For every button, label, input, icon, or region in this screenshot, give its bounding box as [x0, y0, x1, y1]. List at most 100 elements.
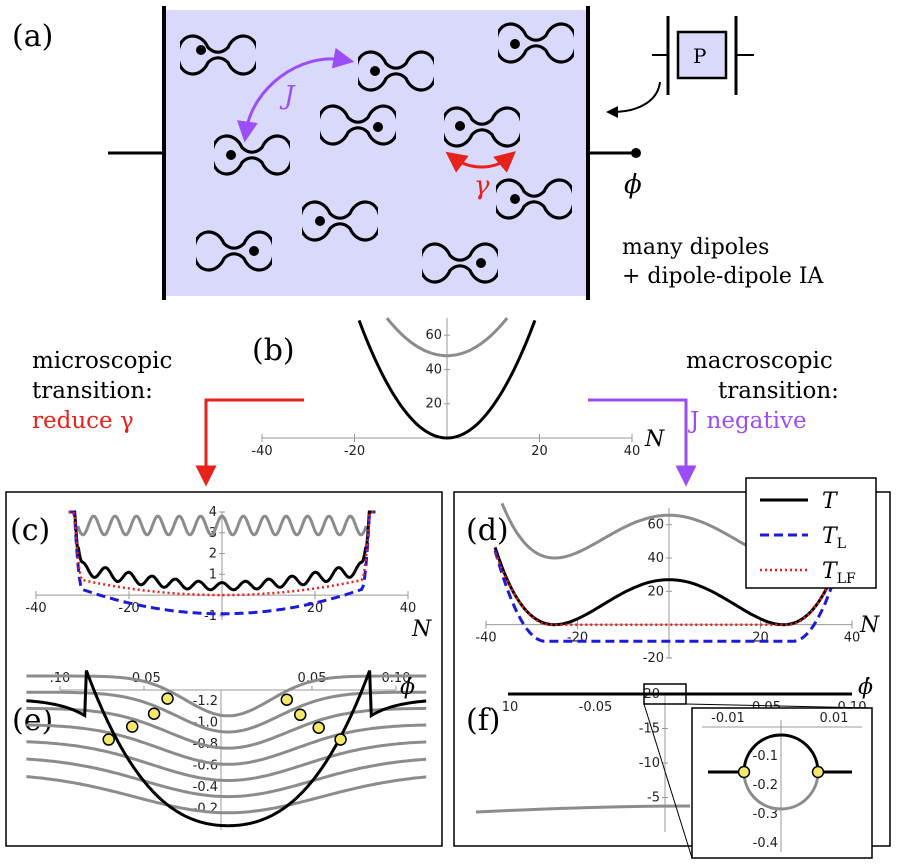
damping-arrow — [445, 151, 516, 173]
y-tick-label-f: -5 — [647, 791, 660, 806]
transition-left: microscopic transition: reduce γ — [32, 348, 304, 487]
inset-point-right — [811, 765, 825, 779]
inset-gray-lower — [742, 771, 820, 811]
x-tick-label-d: 40 — [844, 631, 861, 646]
marked-point-e — [293, 708, 307, 722]
panel-a: (a) ϕ J γ P — [12, 6, 825, 300]
terminal-node — [631, 148, 641, 158]
y-tick-label-b: 40 — [425, 362, 442, 377]
x-tick-label-e: .10 — [50, 671, 71, 686]
x-tick-label-b: 40 — [624, 444, 641, 459]
axis-label-c-N: N — [411, 617, 432, 642]
x-tick-label-b: -20 — [344, 444, 365, 459]
legend-label-T: T — [822, 489, 839, 514]
legend: T TL TLF — [745, 477, 877, 589]
zoom-line-left — [643, 703, 693, 859]
series-e — [26, 669, 427, 828]
right-line1: macroscopic — [686, 348, 833, 374]
y-tick-label-f: -15 — [639, 722, 660, 737]
panel-label-a: (a) — [12, 19, 53, 54]
x-tick-label-d: -20 — [567, 631, 588, 646]
inset-x-tick-label: -0.01 — [711, 711, 745, 726]
series-c-TLF — [68, 510, 376, 597]
phase-label: ϕ — [624, 170, 642, 200]
y-tick-label-e: -0.2 — [193, 801, 218, 816]
x-tick-label-b: 20 — [531, 444, 548, 459]
axes-d: -40 -20 20 40 -20 20 40 60 — [475, 508, 860, 666]
y-tick-label-c: 1 — [209, 567, 217, 582]
x-tick-label-b: -40 — [251, 444, 272, 459]
inset-y-tick-label: -0.2 — [753, 778, 778, 793]
marked-point-e — [125, 720, 139, 733]
y-tick-label-d: -20 — [643, 651, 664, 666]
series-e-gray — [26, 775, 427, 815]
left-line3: reduce γ — [32, 408, 134, 434]
x-tick-label-d: 20 — [752, 631, 769, 646]
series-b-gray — [385, 317, 509, 358]
coupling-arrow — [237, 47, 355, 143]
x-tick-label-c: -40 — [25, 601, 46, 616]
y-tick-label-e: -1.2 — [193, 694, 218, 709]
panel-b: (b) -40 -20 20 40 20 40 60 N — [251, 317, 665, 459]
left-transition-arrow — [195, 398, 304, 487]
marked-point-e — [334, 733, 347, 746]
x-tick-label-e: -0.05 — [127, 671, 161, 686]
y-tick-label-c: 2 — [209, 547, 217, 562]
panel-label-f: (f) — [466, 703, 501, 738]
right-transition-arrow — [588, 398, 697, 487]
left-line1: microscopic — [32, 348, 172, 374]
right-frame — [453, 491, 891, 847]
panel-label-d: (d) — [466, 513, 509, 548]
dipoles — [180, 22, 574, 284]
series-e-gray — [26, 757, 427, 799]
y-tick-label-c: 4 — [209, 505, 217, 520]
series-d-TL — [493, 550, 845, 643]
y-tick-label-e: -0.4 — [193, 780, 218, 795]
series-c-T — [68, 510, 376, 592]
inset-black — [708, 733, 852, 774]
y-tick-label-d: 20 — [647, 584, 664, 599]
inset-x-tick-label: 0.01 — [820, 711, 849, 726]
right-line2: transition: — [718, 378, 839, 404]
y-tick-label-b: 60 — [425, 328, 442, 343]
axes-b: -40 -20 20 40 20 40 60 — [251, 318, 640, 459]
marked-point-e — [312, 721, 325, 734]
series-e-gray — [26, 723, 427, 766]
damping-label: γ — [474, 171, 490, 201]
x-tick-label-c: -20 — [118, 601, 139, 616]
panel-f: (f) 10-0.050.050.10-5-10-15-20 ϕ̇ -0.010… — [466, 675, 873, 859]
legend-sub-TL: L — [837, 536, 846, 552]
axis-label-b-N: N — [644, 427, 665, 452]
inset-point-left — [737, 765, 751, 779]
x-tick-label-f: 10 — [502, 700, 519, 715]
left-line2: transition: — [32, 378, 153, 404]
panel-label-b: (b) — [252, 333, 295, 368]
element-label: P — [693, 44, 706, 68]
series-e-gray — [26, 706, 427, 750]
x-tick-label-c: 40 — [400, 601, 417, 616]
x-tick-label-d: -40 — [475, 631, 496, 646]
legend-label-TL: T — [822, 524, 839, 549]
right-line3: J negative — [688, 408, 807, 434]
y-tick-label-b: 20 — [425, 397, 442, 412]
y-tick-label-d: 60 — [647, 518, 664, 533]
legend-label-TLF: T — [822, 559, 839, 584]
inset-y-tick-label: -0.3 — [753, 807, 778, 822]
series-b-T — [357, 319, 537, 440]
axis-label-e-phidot: ϕ̇ — [400, 675, 415, 700]
series-f-gray — [475, 804, 691, 814]
y-tick-label-d: 40 — [647, 551, 664, 566]
x-tick-label-f: -0.05 — [579, 700, 613, 715]
y-tick-label-c: -1 — [204, 609, 217, 624]
series-c-gray — [76, 514, 368, 537]
marked-point-e — [147, 707, 161, 720]
panel-label-c: (c) — [10, 513, 50, 548]
series-e-gray — [26, 740, 427, 782]
caption-line1: many dipoles — [622, 235, 769, 260]
legend-sub-TLF: LF — [837, 571, 856, 587]
